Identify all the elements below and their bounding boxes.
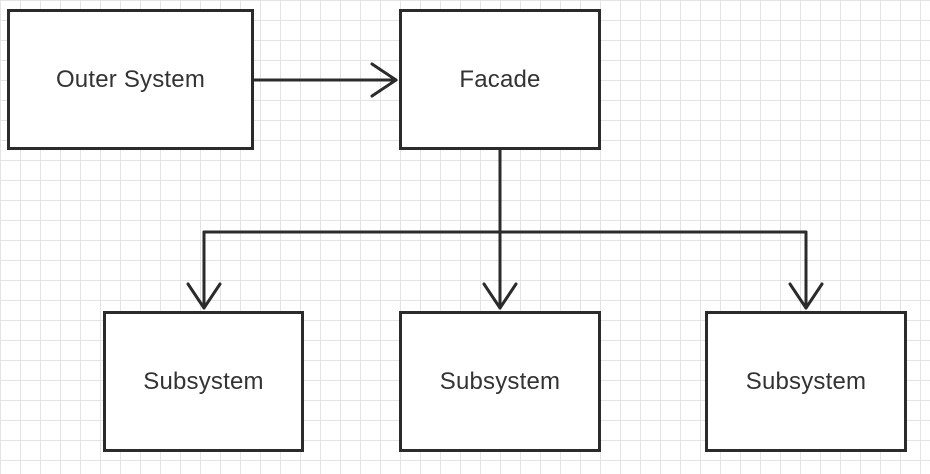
arrowhead-to-subsystem-1 bbox=[186, 282, 222, 310]
subsystem-box-3[interactable]: Subsystem bbox=[705, 311, 907, 452]
facade-box[interactable]: Facade bbox=[399, 9, 601, 150]
subsystem-label-2: Subsystem bbox=[439, 367, 561, 395]
subsystem-box-2[interactable]: Subsystem bbox=[399, 311, 601, 452]
arrowhead-outer-to-facade bbox=[370, 62, 398, 98]
subsystem-label-1: Subsystem bbox=[143, 367, 264, 395]
arrowhead-to-subsystem-2 bbox=[482, 282, 518, 310]
subsystem-label-3: Subsystem bbox=[745, 367, 867, 395]
outer-system-box[interactable]: Outer System bbox=[7, 9, 254, 150]
facade-label: Facade bbox=[459, 65, 541, 93]
subsystem-box-1[interactable]: Subsystem bbox=[103, 311, 304, 452]
outer-system-label: Outer System bbox=[55, 65, 206, 93]
arrowhead-to-subsystem-3 bbox=[788, 282, 824, 310]
